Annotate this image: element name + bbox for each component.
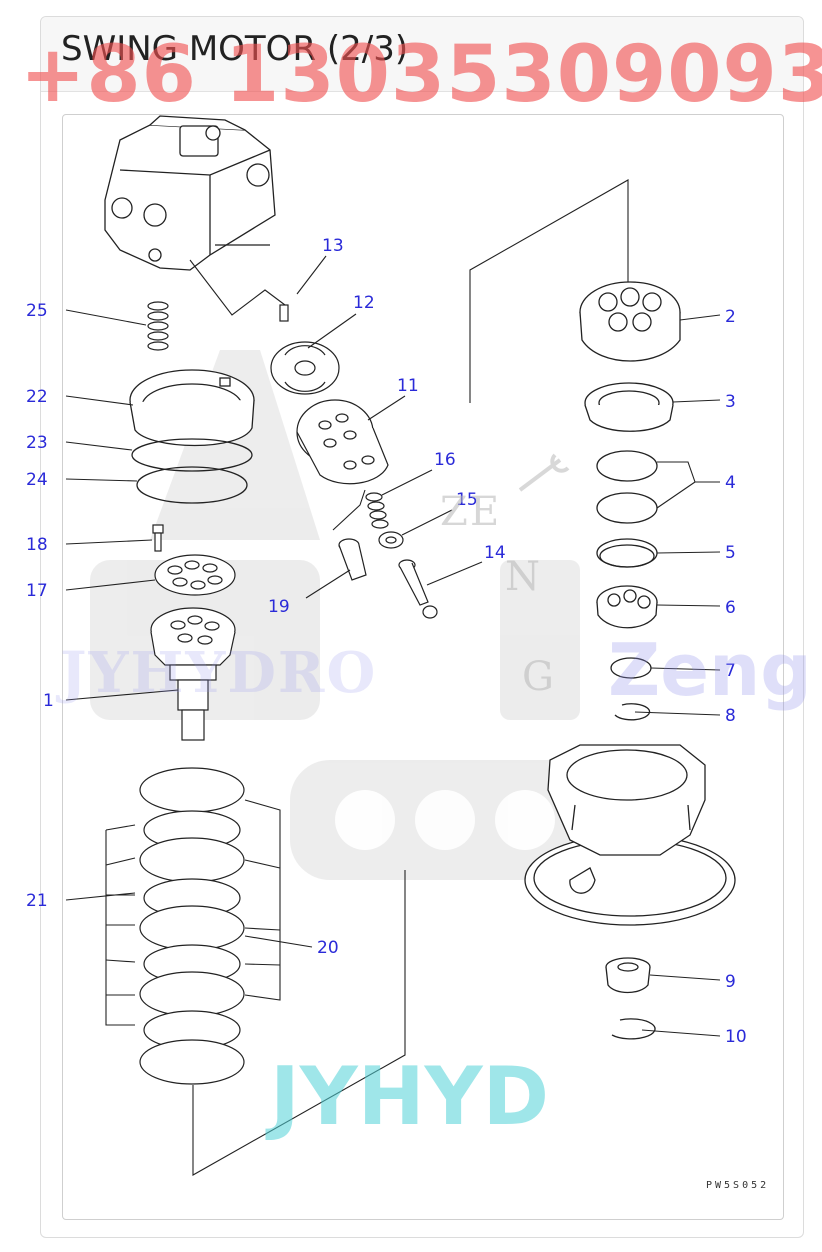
part-7-ring	[610, 657, 652, 679]
logo-letter-g: G	[522, 654, 554, 700]
logo-letters-watermark: Z E N G	[440, 489, 554, 700]
callout-9: 9	[725, 972, 736, 992]
part-18-bolt	[152, 524, 164, 552]
part-23-oring	[131, 438, 253, 472]
housing	[524, 744, 736, 926]
logo-letter-z: Z	[440, 489, 468, 535]
callout-24: 24	[26, 470, 48, 490]
callout-19: 19	[268, 597, 290, 617]
wrench-icon	[518, 453, 570, 492]
callout-13: 13	[322, 236, 344, 256]
callout-11: 11	[397, 376, 419, 396]
callout-5: 5	[725, 543, 736, 563]
card-header: SWING MOTOR (2/3)	[41, 17, 803, 92]
callout-14: 14	[484, 543, 506, 563]
page-title: SWING MOTOR (2/3)	[61, 29, 409, 69]
part-3-seal	[584, 382, 674, 432]
part-15-washer	[378, 531, 404, 549]
part-6-bearing	[596, 585, 658, 629]
part-8-snap-ring	[614, 703, 651, 721]
logo-letter-n: N	[505, 554, 540, 600]
logo-letter-e: E	[470, 489, 499, 535]
callout-17: 17	[26, 581, 48, 601]
part-1-shaft	[150, 607, 236, 741]
callout-15: 15	[456, 490, 478, 510]
callout-10: 10	[725, 1027, 747, 1047]
callout-3: 3	[725, 392, 736, 412]
part-22-cover	[129, 369, 255, 447]
part-19-piston	[338, 538, 367, 581]
part-9-nut	[605, 957, 651, 994]
callout-8: 8	[725, 706, 736, 726]
callout-labels: 1 2 3 4 5 6 7 8 9 10 11 12 13 14 15 16 1…	[26, 236, 747, 1047]
callout-16: 16	[434, 450, 456, 470]
callout-7: 7	[725, 661, 736, 681]
part-2-bearing	[579, 281, 681, 362]
callout-4: 4	[725, 473, 736, 493]
callout-2: 2	[725, 307, 736, 327]
callout-18: 18	[26, 535, 48, 555]
part-14-pin	[398, 559, 438, 619]
part-17-retainer-plate	[154, 554, 236, 596]
part-11-cylinder-block	[296, 399, 389, 485]
part-5-ring	[596, 538, 658, 568]
part-4-ring-a	[596, 450, 658, 482]
callout-20: 20	[317, 938, 339, 958]
drawing-code: PW5S052	[706, 1180, 769, 1191]
callout-12: 12	[353, 293, 375, 313]
part-24-oring	[136, 466, 248, 504]
part-16-spring	[365, 492, 389, 529]
valve-block	[104, 115, 276, 271]
callout-23: 23	[26, 433, 48, 453]
parts-20-21-disc-stack	[139, 767, 245, 1085]
callout-1: 1	[43, 691, 54, 711]
callout-6: 6	[725, 598, 736, 618]
part-25-spring	[147, 301, 169, 351]
leader-lines	[65, 179, 721, 1176]
callout-25: 25	[26, 301, 48, 321]
part-10-snap-ring	[611, 1018, 656, 1040]
callout-22: 22	[26, 387, 48, 407]
part-13-pin	[279, 304, 289, 322]
callout-21: 21	[26, 891, 48, 911]
part-12-valve-plate	[270, 341, 340, 395]
part-4-ring-b	[596, 492, 658, 524]
